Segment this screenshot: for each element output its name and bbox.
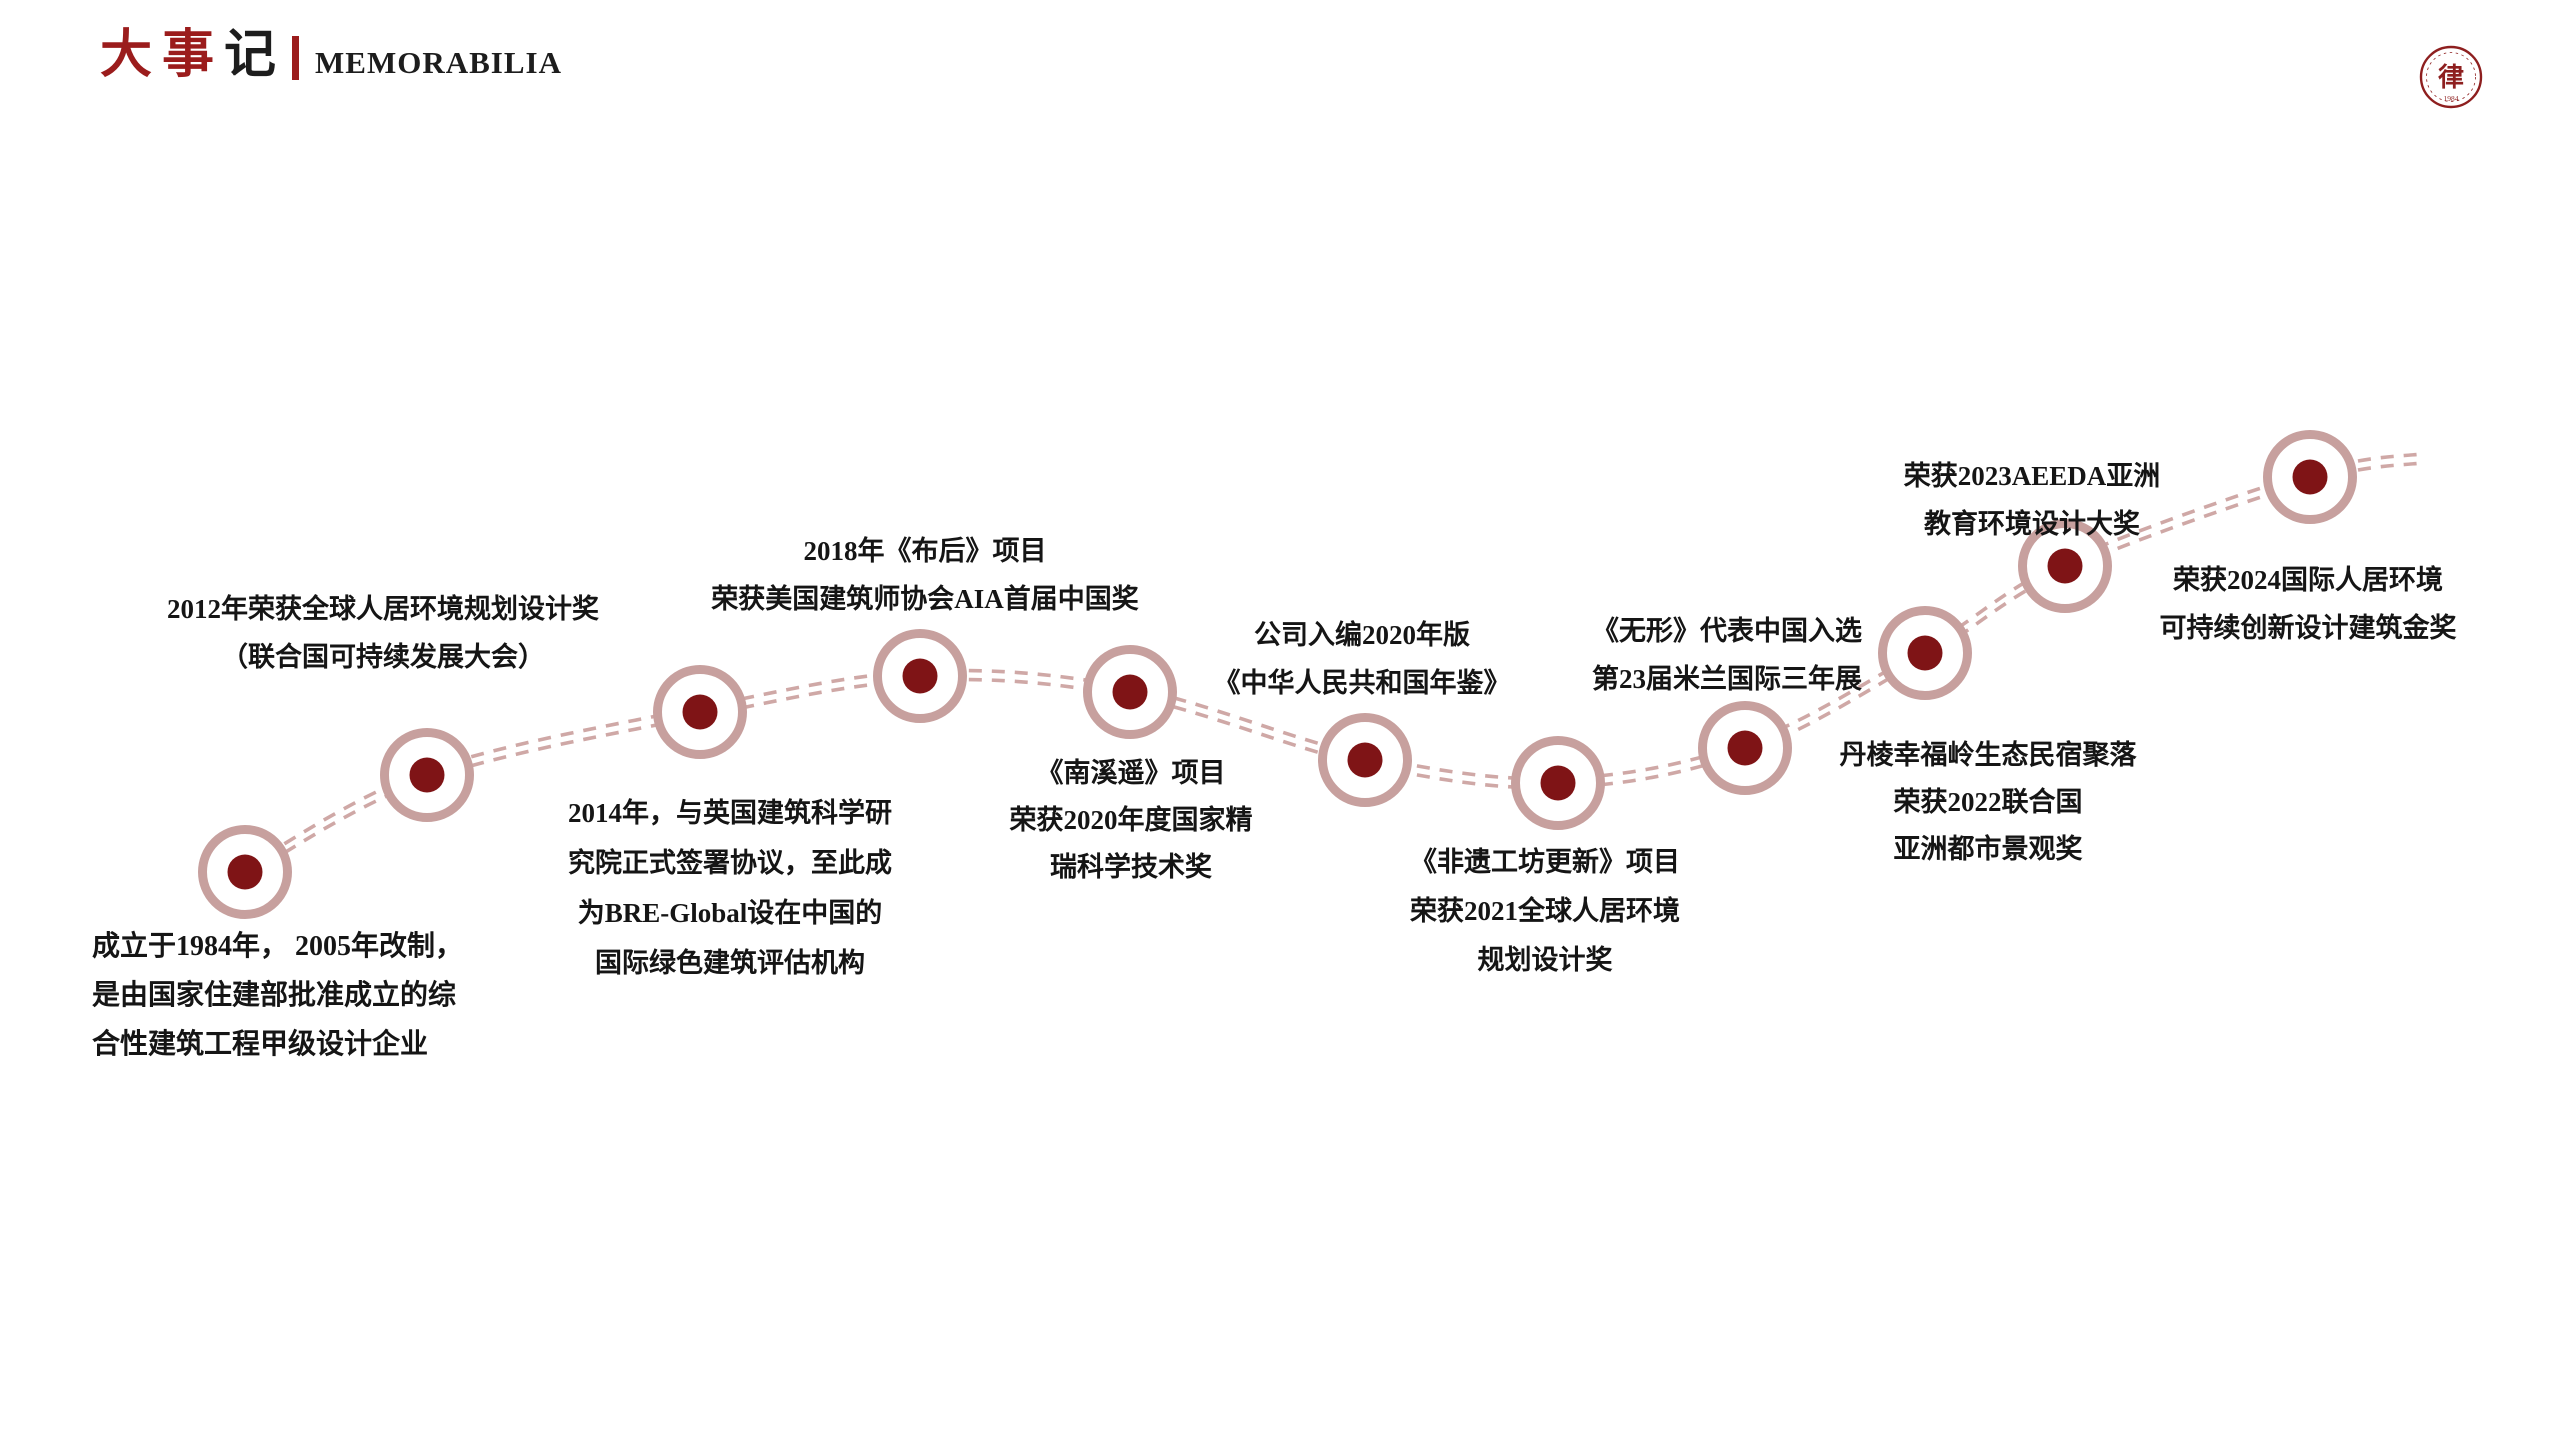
milestone-11-line-1: 荣获2024国际人居环境: [2173, 565, 2443, 595]
milestone-label-11: 荣获2024国际人居环境可持续创新设计建筑金奖: [2160, 556, 2457, 652]
milestone-8-line-2: 第23届米兰国际三年展: [1592, 664, 1862, 694]
node-dot: [2292, 459, 2328, 495]
node-dot: [409, 757, 445, 793]
milestone-1-line-3: 合性建筑工程甲级设计企业: [92, 1029, 429, 1060]
timeline-node-11: [2263, 430, 2357, 524]
page-title: 大事记: [100, 30, 286, 82]
milestone-11-line-2: 可持续创新设计建筑金奖: [2159, 613, 2457, 643]
milestone-label-5: 《南溪遥》项目荣获2020年度国家精瑞科学技术奖: [1010, 750, 1253, 891]
milestone-3-line-3: 为BRE-Global设在中国的: [577, 898, 883, 928]
milestone-label-6: 公司入编2020年版《中华人民共和国年鉴》: [1214, 611, 1511, 707]
timeline-node-10: [2018, 519, 2112, 613]
timeline-node-5: [1083, 645, 1177, 739]
svg-text:律: 律: [2438, 63, 2464, 92]
milestone-7-line-1: 《非遗工坊更新》项目: [1410, 847, 1680, 877]
milestone-5-line-2: 荣获2020年度国家精: [1009, 805, 1253, 835]
milestone-7-line-3: 规划设计奖: [1477, 945, 1613, 975]
page-title-dark: 记: [224, 27, 287, 84]
milestone-6-line-1: 公司入编2020年版: [1254, 620, 1470, 650]
node-dot: [227, 854, 263, 890]
milestone-3-line-1: 2014年，与英国建筑科学研: [568, 798, 892, 828]
node-dot: [1540, 765, 1576, 801]
milestone-5-line-3: 瑞科学技术奖: [1050, 852, 1212, 882]
timeline-node-4: [873, 629, 967, 723]
milestone-4-line-1: 2018年《布后》项目: [803, 536, 1047, 566]
node-dot: [1907, 635, 1943, 671]
node-dot: [1727, 730, 1763, 766]
milestone-10-line-2: 教育环境设计大奖: [1923, 509, 2140, 539]
milestone-9-line-1: 丹棱幸福岭生态民宿聚落: [1839, 740, 2137, 770]
timeline-dash-line: [244, 451, 2426, 870]
page-subtitle: MEMORABILIA: [315, 45, 562, 80]
page-header: 大事记 MEMORABILIA: [100, 30, 562, 82]
milestone-9-line-2: 荣获2022联合国: [1893, 787, 2083, 817]
milestone-5-line-1: 《南溪遥》项目: [1036, 758, 1226, 788]
timeline-dashed-curve: [244, 451, 2426, 879]
svg-text:1984: 1984: [2444, 94, 2459, 103]
milestone-label-7: 《非遗工坊更新》项目荣获2021全球人居环境规划设计奖: [1410, 838, 1680, 985]
timeline-node-8: [1698, 701, 1792, 795]
page-title-red: 大事: [100, 27, 225, 84]
milestone-9-line-3: 亚洲都市景观奖: [1893, 834, 2083, 864]
timeline-node-3: [653, 665, 747, 759]
milestone-label-10: 荣获2023AEEDA亚洲教育环境设计大奖: [1904, 452, 2161, 548]
milestone-8-line-1: 《无形》代表中国入选: [1592, 616, 1862, 646]
timeline-node-9: [1878, 606, 1972, 700]
timeline-node-1: [198, 825, 292, 919]
timeline-dash-line: [244, 460, 2426, 879]
company-seal-logo: 律 1984: [2419, 45, 2483, 109]
milestone-10-line-1: 荣获2023AEEDA亚洲: [1903, 461, 2161, 491]
timeline-node-7: [1511, 736, 1605, 830]
milestone-1-line-1: 成立于1984年， 2005年改制，: [92, 931, 464, 962]
milestone-label-9: 丹棱幸福岭生态民宿聚落荣获2022联合国亚洲都市景观奖: [1840, 732, 2137, 873]
milestone-2-line-2: （联合国可持续发展大会）: [221, 642, 545, 672]
milestone-4-line-2: 荣获美国建筑师协会AIA首届中国奖: [711, 584, 1139, 614]
node-dot: [682, 694, 718, 730]
milestone-label-2: 2012年荣获全球人居环境规划设计奖 （联合国可持续发展大会）: [167, 585, 599, 681]
milestone-7-line-2: 荣获2021全球人居环境: [1410, 896, 1680, 926]
milestone-3-line-2: 究院正式签署协议，至此成: [568, 848, 892, 878]
node-dot: [902, 658, 938, 694]
milestone-label-4: 2018年《布后》项目荣获美国建筑师协会AIA首届中国奖: [711, 527, 1139, 623]
title-divider: [292, 36, 300, 80]
timeline-node-2: [380, 728, 474, 822]
milestone-3-line-4: 国际绿色建筑评估机构: [595, 948, 865, 978]
node-dot: [1347, 742, 1383, 778]
milestone-6-line-2: 《中华人民共和国年鉴》: [1213, 668, 1511, 698]
timeline-node-6: [1318, 713, 1412, 807]
milestone-2-line-1: 2012年荣获全球人居环境规划设计奖: [167, 594, 599, 624]
milestone-label-3: 2014年，与英国建筑科学研究院正式签署协议，至此成为BRE-Global设在中…: [568, 788, 892, 988]
milestone-1-line-2: 是由国家住建部批准成立的综: [92, 980, 457, 1011]
node-dot: [2047, 548, 2083, 584]
node-dot: [1112, 674, 1148, 710]
milestone-label-1: 成立于1984年， 2005年改制， 是由国家住建部批准成立的综合性建筑工程甲级设…: [92, 922, 463, 1069]
milestone-label-8: 《无形》代表中国入选第23届米兰国际三年展: [1592, 607, 1862, 703]
seal-icon: 律 1984: [2419, 45, 2483, 109]
